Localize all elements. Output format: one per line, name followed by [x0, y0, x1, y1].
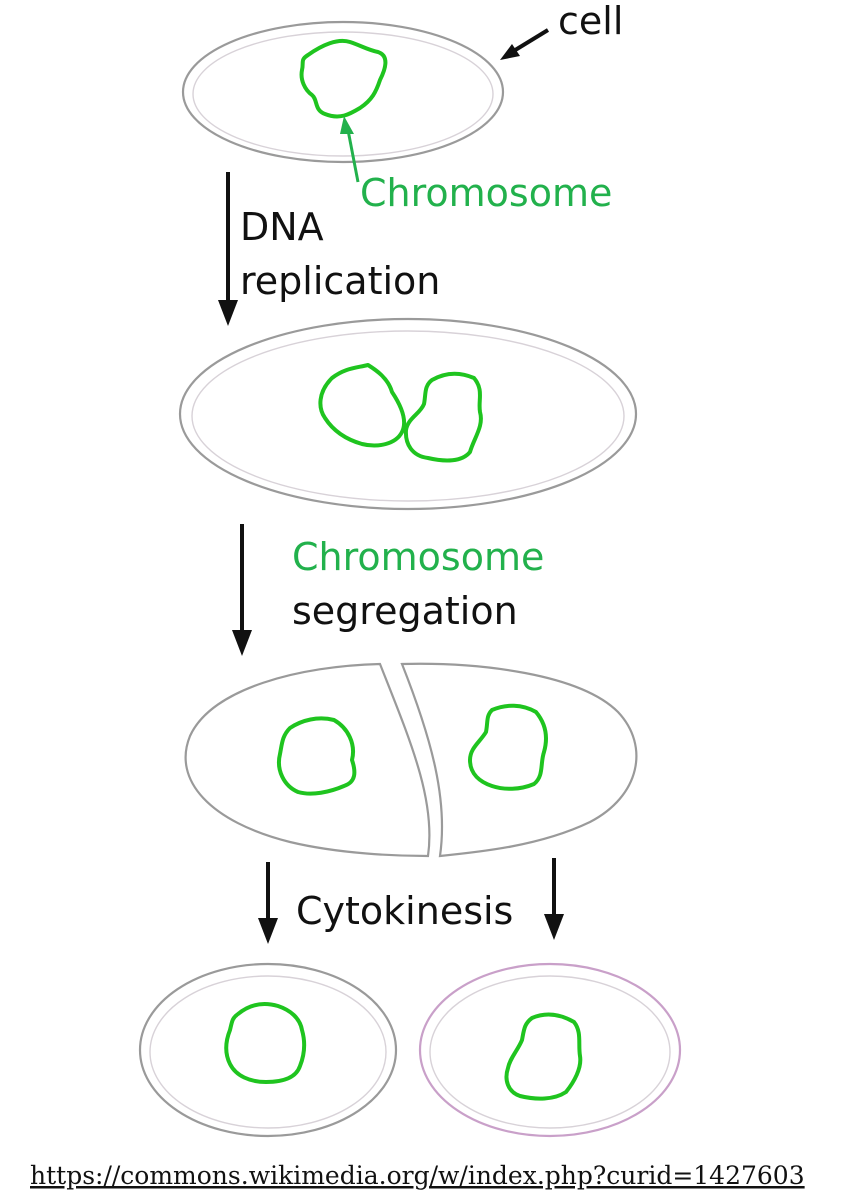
daughter-cell-left	[138, 962, 398, 1138]
chromosome	[277, 716, 357, 796]
chromosome	[318, 363, 407, 448]
chromosome	[403, 371, 483, 463]
stage-1-cell	[181, 20, 505, 164]
chromosome-label-mid: Chromosome	[292, 535, 544, 579]
chromosome	[504, 1012, 583, 1101]
chromosome	[299, 38, 388, 119]
daughter-cell-right	[418, 962, 682, 1138]
chromosome	[224, 1002, 307, 1084]
right-half-cell	[400, 662, 638, 858]
down-arrow-cytokinesis-right	[544, 858, 564, 940]
chromosome	[468, 703, 548, 791]
down-arrow-segregation	[232, 524, 252, 656]
left-half-cell	[184, 662, 431, 858]
segregation-label: segregation	[292, 589, 518, 633]
chromosome-label-top: Chromosome	[360, 171, 612, 215]
source-credit-link[interactable]: https://commons.wikimedia.org/w/index.ph…	[30, 1161, 805, 1190]
dna-label: DNA	[240, 205, 324, 249]
stage-3-dividing-cell	[184, 662, 638, 858]
replication-label: replication	[240, 259, 440, 303]
stage-2-cell	[178, 317, 638, 511]
chromosome-pointer-arrow	[340, 116, 360, 183]
cell-label: cell	[558, 0, 623, 43]
cytokinesis-label: Cytokinesis	[296, 889, 513, 933]
cell-pointer-arrow	[500, 28, 550, 60]
down-arrow-replication	[218, 172, 238, 326]
down-arrow-cytokinesis-left	[258, 862, 278, 944]
